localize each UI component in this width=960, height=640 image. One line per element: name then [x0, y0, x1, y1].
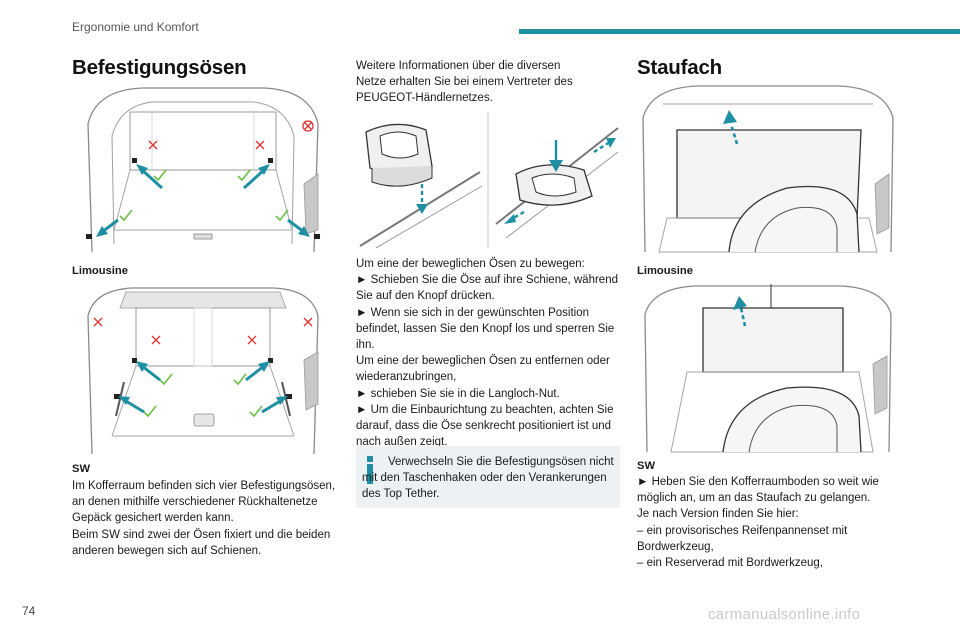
instruction-lift-floor: ► Heben Sie den Kofferraumboden so weit … [637, 476, 879, 505]
figure-movable-eye-rail [356, 108, 620, 250]
paragraph-sw-rails: Beim SW sind zwei der Ösen fixiert und d… [72, 528, 331, 557]
instruction-release: ► Wenn sie sich in der gewünschten Posit… [356, 306, 615, 352]
figure-limousine-lashing-eyes [72, 84, 334, 254]
watermark: carmanualsonline.info [708, 606, 861, 623]
header-accent-bar [519, 29, 960, 34]
section-title-staufach: Staufach [637, 56, 722, 79]
info-icon [365, 456, 375, 484]
instruction-slot: ► schieben Sie sie in die Langloch-Nut. [356, 387, 560, 400]
instruction-version-intro: Je nach Version finden Sie hier: [637, 508, 799, 521]
figure-sw-lashing-eyes [72, 286, 334, 456]
movable-eye-instructions: Um eine der beweglichen Ösen zu bewegen:… [356, 256, 620, 450]
info-note-box: Verwechseln Sie die Befestigungsösen nic… [356, 446, 620, 508]
storage-instructions: ► Heben Sie den Kofferraumboden so weit … [637, 474, 897, 571]
instruction-remove-intro: Um eine der beweglichen Ösen zu entferne… [356, 355, 610, 384]
instruction-slide: ► Schieben Sie die Öse auf ihre Schiene,… [356, 274, 618, 303]
dealer-info-paragraph: Weitere Informationen über die diversen … [356, 60, 573, 105]
section-title-befestigungsoesen: Befestigungsösen [72, 56, 247, 79]
figure-limousine-storage [637, 84, 899, 256]
item-spare-wheel: – ein Reserverad mit Bordwerkzeug, [637, 557, 823, 570]
lashing-eyes-description: Im Kofferraum befinden sich vier Befesti… [72, 478, 342, 559]
instruction-move-intro: Um eine der beweglichen Ösen zu bewegen: [356, 258, 585, 270]
figure-sw-storage [637, 284, 899, 456]
info-note-text: Verwechseln Sie die Befestigungsösen nic… [362, 456, 614, 500]
page-number: 74 [22, 604, 36, 618]
caption-limousine-storage: Limousine [637, 265, 693, 277]
instruction-orientation: ► Um die Einbaurichtung zu beachten, ach… [356, 403, 614, 449]
running-header: Ergonomie und Komfort [72, 20, 199, 34]
caption-limousine: Limousine [72, 265, 128, 277]
caption-sw: SW [72, 463, 91, 475]
caption-sw-storage: SW [637, 460, 656, 472]
paragraph-four-lashing-eyes: Im Kofferraum befinden sich vier Befesti… [72, 480, 336, 525]
item-repair-kit: – ein provisorisches Reifenpannenset mit… [637, 524, 848, 553]
